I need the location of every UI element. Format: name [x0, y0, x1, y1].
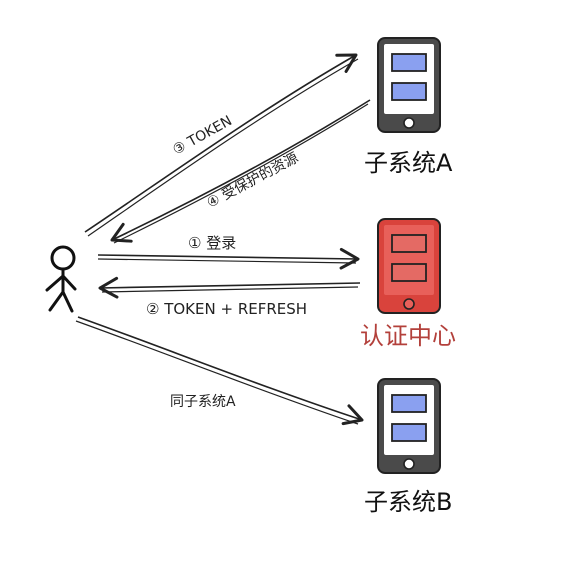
edge-protected-resource	[110, 99, 371, 244]
subsystem-b-label: 子系统B	[364, 488, 452, 516]
user-stick-figure-icon	[45, 245, 77, 313]
edge-same-as-subsystem-a	[75, 316, 364, 426]
edge-token-refresh	[98, 276, 361, 299]
subsystem-a-label: 子系统A	[364, 149, 453, 177]
edge-token-to-subsystem-a	[84, 53, 359, 237]
auth-center-label: 认证中心	[360, 322, 456, 350]
subsystem-b-device-icon	[377, 378, 441, 474]
edge-label-login: ① 登录	[188, 234, 236, 252]
edge-label-same-as-a: 同子系统A	[170, 394, 236, 410]
subsystem-a-device-icon	[377, 37, 441, 133]
auth-center-device-icon	[377, 218, 441, 314]
edge-label-token-refresh: ② TOKEN + REFRESH	[146, 300, 307, 318]
edge-login	[97, 247, 360, 270]
edge-label-protected-resource: ④ 受保护的资源	[204, 150, 301, 212]
